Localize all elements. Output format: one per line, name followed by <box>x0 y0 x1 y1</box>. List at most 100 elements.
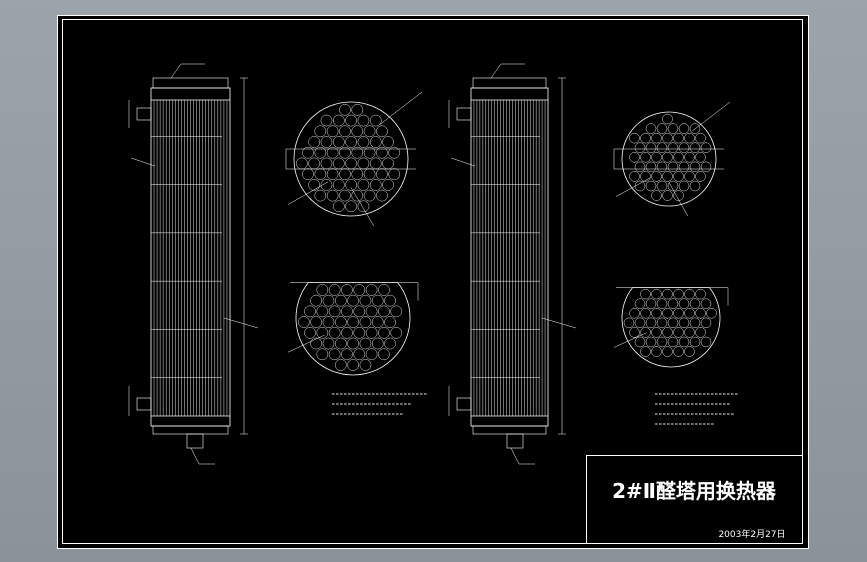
baffle-tube-hole <box>662 327 673 338</box>
baffle-tube-hole <box>341 284 353 296</box>
baffle-tube-hole <box>310 337 322 350</box>
tube-hole <box>695 132 706 144</box>
baffle-tube-hole <box>334 337 347 350</box>
leader-line <box>350 187 375 227</box>
tube-hole <box>662 152 673 163</box>
baffle-tube-hole <box>700 336 712 348</box>
baffle-tube-hole <box>341 305 353 318</box>
baffle-outline <box>295 282 411 376</box>
tube-hole <box>376 125 388 138</box>
tube-hole <box>363 125 376 138</box>
baffle-tube-hole <box>689 336 701 348</box>
tube-hole <box>302 146 314 159</box>
tube-hole <box>351 168 364 180</box>
tube-hole <box>651 171 662 182</box>
tube-hole <box>314 168 327 180</box>
outlet-nozzle <box>506 433 524 449</box>
baffle-tube-hole <box>378 348 390 361</box>
baffle-tube-hole <box>623 317 635 329</box>
tube-hole <box>662 113 673 125</box>
bottom-nozzle <box>136 397 152 411</box>
baffle-tube-hole <box>684 308 695 319</box>
technical-notes-right <box>655 393 738 425</box>
tube-hole <box>689 142 701 153</box>
tube-hole <box>629 171 640 182</box>
tube-hole <box>332 179 345 191</box>
tube-hole <box>351 125 364 138</box>
tube-hole <box>700 161 712 173</box>
baffle-tube-hole <box>322 337 335 350</box>
tube-hole <box>678 123 690 134</box>
baffle-segment-view-left <box>287 282 419 376</box>
leader-line <box>287 334 325 353</box>
tube-hole <box>689 123 701 134</box>
baffle-tube-hole <box>706 308 717 319</box>
baffle-tube-hole <box>341 348 353 361</box>
outer-frame <box>57 15 809 549</box>
tube-hole <box>634 142 646 153</box>
baffle-tube-hole <box>667 336 679 348</box>
baffle-tube-hole <box>334 316 347 328</box>
tube-hole <box>634 161 646 173</box>
tube-hole <box>326 125 339 138</box>
baffle-tube-hole <box>673 288 684 300</box>
baffle-tube-hole <box>365 348 378 361</box>
tube-hole <box>645 142 657 153</box>
tube-hole <box>326 168 339 180</box>
baffle-tube-hole <box>310 294 322 307</box>
tube-hole <box>662 171 673 182</box>
baffle-tube-hole <box>316 326 329 339</box>
baffle-tube-hole <box>365 305 378 318</box>
baffle-tube-hole <box>353 305 366 318</box>
tube-hole <box>326 189 339 202</box>
baffle-tube-hole <box>378 326 390 339</box>
baffle-tube-hole <box>334 359 347 371</box>
baffle-tube-hole <box>662 346 673 357</box>
tube-hole <box>308 179 320 191</box>
tube-hole <box>673 190 684 201</box>
tube-hole <box>314 146 327 159</box>
tube-hole <box>684 152 695 163</box>
tube-hole <box>345 114 357 127</box>
tube-hole <box>345 200 357 213</box>
leader-line <box>287 181 329 205</box>
leader-line <box>668 182 689 217</box>
tube-hole <box>314 125 327 138</box>
baffle-tube-hole <box>328 305 341 318</box>
tube-hole <box>339 168 351 180</box>
tube-hole <box>357 114 370 127</box>
baffle-tube-hole <box>684 327 695 338</box>
tube-hole <box>351 189 364 202</box>
baffle-tube-hole <box>645 317 657 329</box>
tube-hole <box>656 180 668 192</box>
tube-hole <box>695 171 706 182</box>
leader-line <box>490 63 502 79</box>
tube-hole <box>667 142 679 153</box>
inner-frame <box>62 19 803 544</box>
tube-hole <box>320 179 333 191</box>
heat-exchanger-elevation-right <box>448 63 577 465</box>
leader-line <box>190 447 200 465</box>
outlet-nozzle <box>186 433 204 449</box>
tube-hole <box>339 189 351 202</box>
bottom-nozzle <box>456 397 472 411</box>
tube-hole <box>678 161 690 173</box>
tube-hole <box>308 136 320 148</box>
baffle-tube-hole <box>341 326 353 339</box>
baffle-tube-hole <box>689 317 701 329</box>
baffle-tube-hole <box>347 316 359 328</box>
tube-hole <box>695 152 706 163</box>
baffle-tube-hole <box>634 336 646 348</box>
tube-hole <box>645 123 657 134</box>
tube-hole <box>357 136 370 148</box>
baffle-tube-hole <box>695 288 706 300</box>
tube-hole <box>357 200 370 213</box>
baffle-tube-hole <box>353 326 366 339</box>
baffle-segment-view-right <box>613 287 729 368</box>
tube-hole <box>662 190 673 201</box>
tube-hole <box>369 136 382 148</box>
tube-hole <box>339 146 351 159</box>
tube-hole <box>667 161 679 173</box>
